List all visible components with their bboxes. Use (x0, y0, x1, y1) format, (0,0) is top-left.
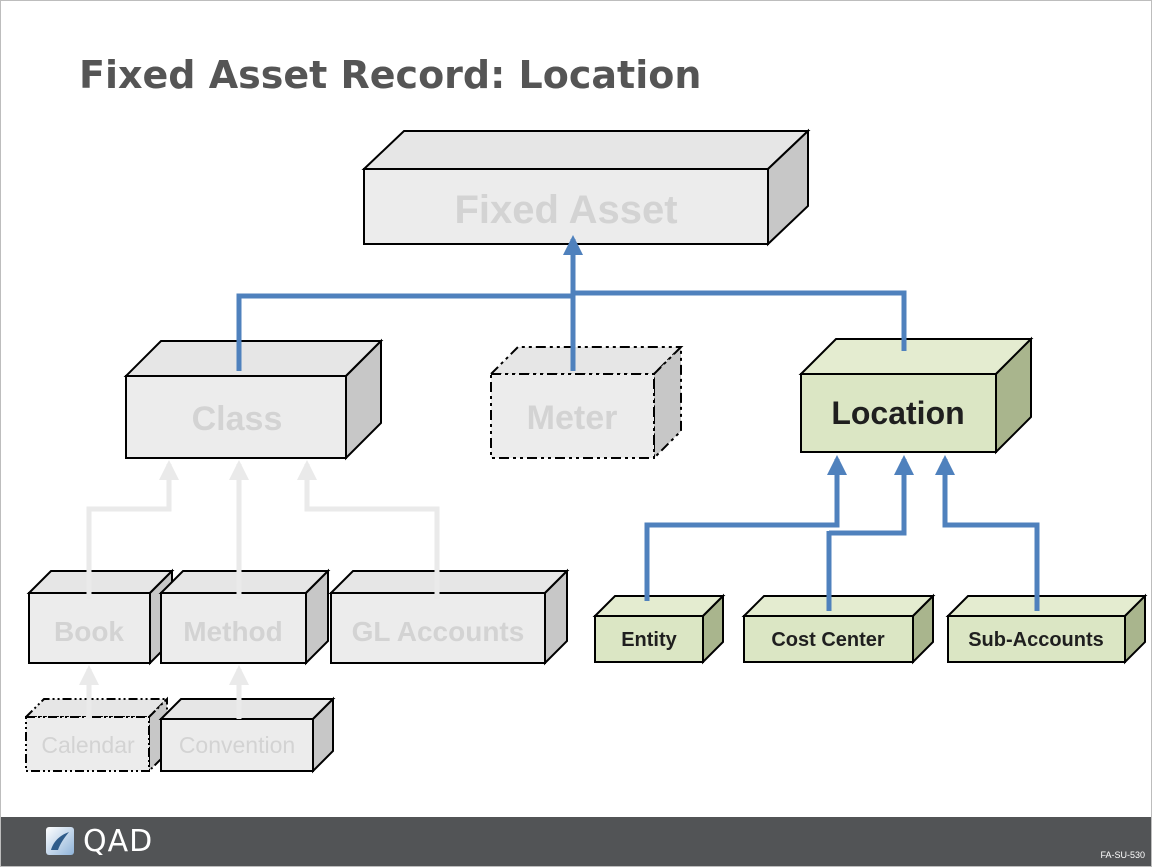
diagram: Fixed Asset Class Meter Location Book (23, 128, 1148, 774)
box-book: Book (26, 568, 175, 666)
connector-cost-center-up (829, 455, 914, 536)
box-class: Class (123, 338, 384, 461)
slide-title: Fixed Asset Record: Location (79, 53, 702, 97)
node-label-class: Class (192, 400, 283, 438)
blue-connectors (236, 235, 1040, 611)
node-label-fixed-asset: Fixed Asset (454, 188, 677, 232)
box-convention: Convention (158, 696, 336, 774)
qad-logo: QAD (45, 821, 153, 861)
node-label-convention: Convention (179, 732, 295, 758)
node-label-gl-accounts: GL Accounts (352, 616, 525, 647)
connector-entity-to-location (644, 455, 847, 601)
node-label-calendar: Calendar (41, 732, 135, 758)
qad-logo-icon (46, 827, 74, 855)
box-cost-center[interactable]: Cost Center (741, 593, 936, 665)
box-gl-accounts: GL Accounts (328, 568, 570, 666)
connector-class-to-fixed-asset (236, 293, 573, 371)
node-label-meter: Meter (527, 399, 618, 437)
node-label-cost-center: Cost Center (771, 629, 885, 651)
box-location[interactable]: Location (798, 336, 1034, 455)
connector-location-to-fixed-asset (573, 290, 907, 351)
box-calendar: Calendar (23, 696, 170, 774)
box-sub-accounts[interactable]: Sub-Accounts (945, 593, 1148, 665)
node-label-sub-accounts: Sub-Accounts (968, 629, 1104, 651)
slide-code: FA-SU-530 (1100, 850, 1145, 860)
qad-logo-text: QAD (83, 823, 154, 859)
node-label-book: Book (54, 616, 124, 647)
connector-sub-accounts-to-location (935, 455, 1040, 611)
node-label-method: Method (183, 616, 283, 647)
connector-book-to-class (86, 460, 179, 599)
box-entity[interactable]: Entity (592, 593, 726, 665)
node-label-entity: Entity (621, 629, 677, 651)
box-method: Method (158, 568, 331, 666)
node-label-location: Location (831, 395, 964, 431)
grey-connectors (79, 460, 440, 719)
box-fixed-asset: Fixed Asset (361, 128, 811, 247)
box-meter: Meter (488, 344, 684, 461)
footer-bar: QAD FA-SU-530 (1, 817, 1151, 866)
connector-gl-to-class (297, 460, 440, 599)
